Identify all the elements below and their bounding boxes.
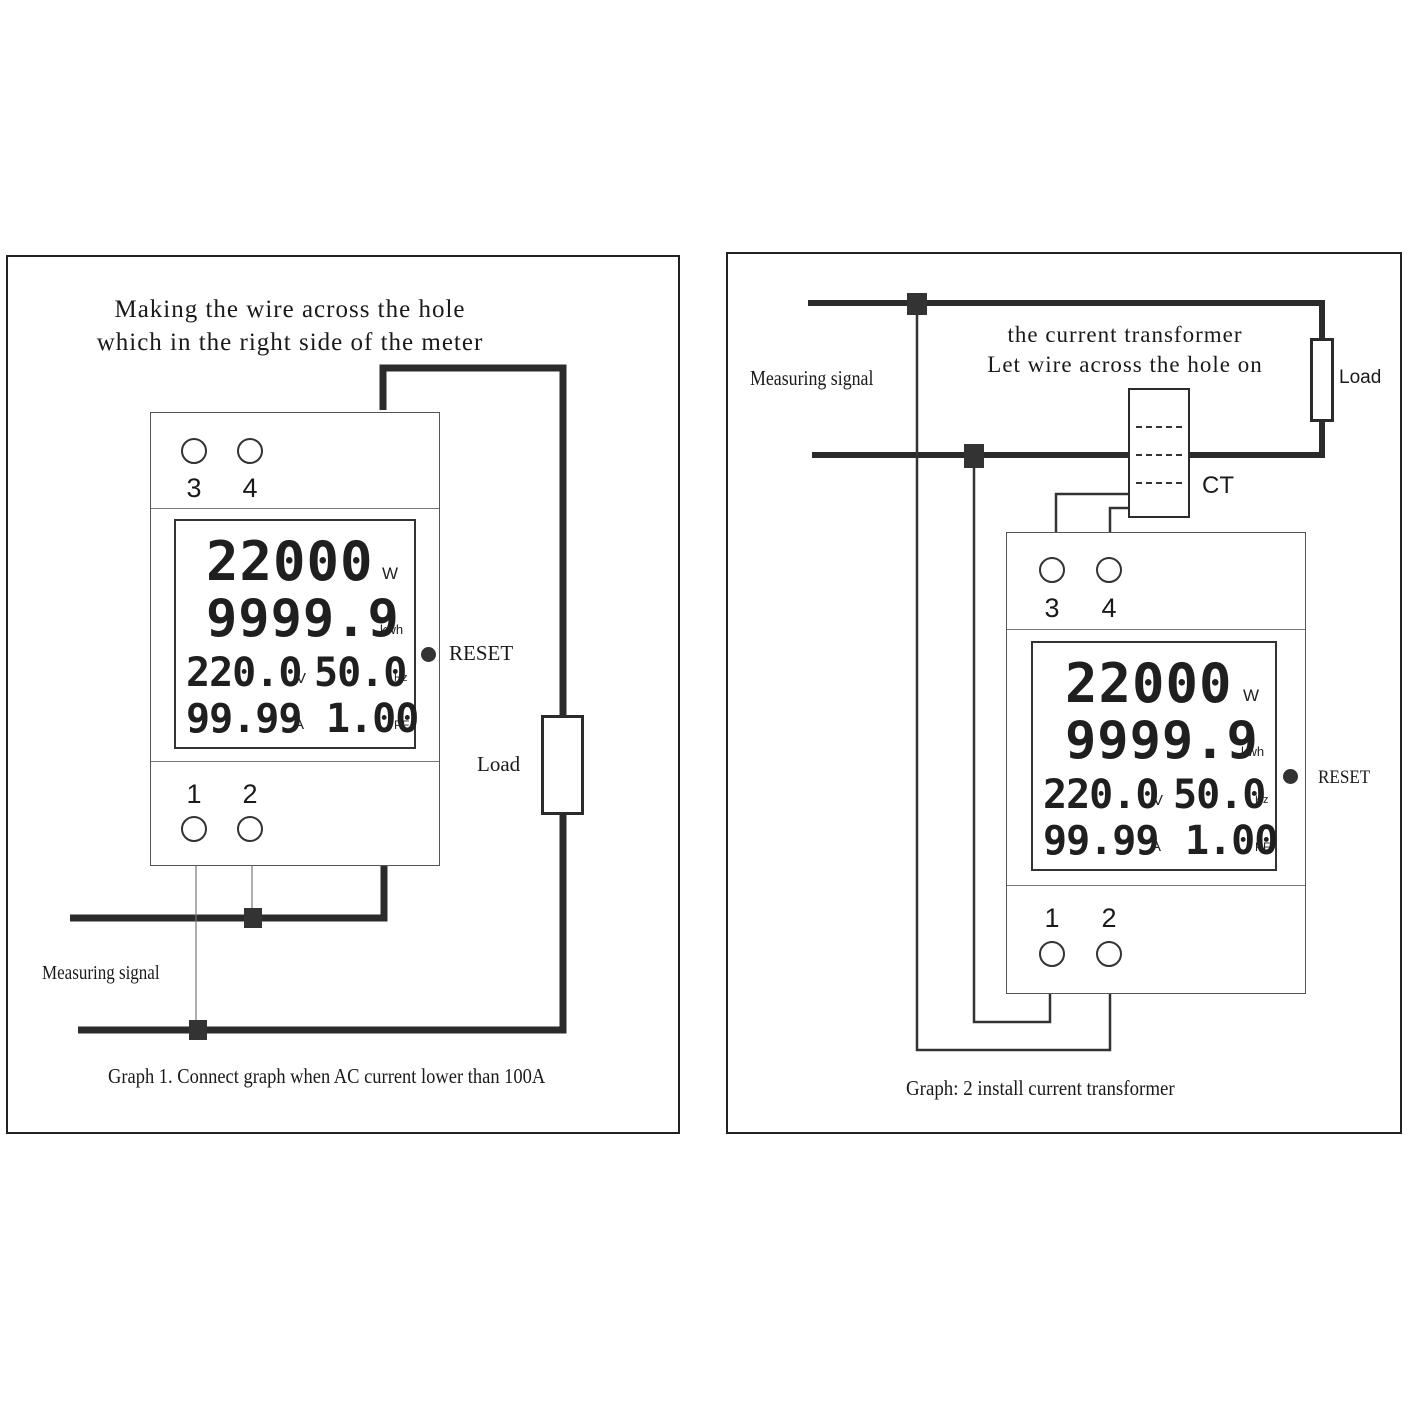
terminal-1-ct-number: 1: [1044, 903, 1060, 933]
lcd-display: 22000 W 9999.9 kwh 220.0 V 50.0 Hz 99.99…: [174, 519, 419, 749]
load-wire-top: [379, 364, 567, 716]
lcd-energy-unit: kwh: [380, 622, 404, 637]
lcd-power-value: 22000: [206, 530, 374, 593]
energy-meter-2: 3 4 22000 W 9999.9 kwh 220.0 V 50.0 Hz 9…: [1006, 532, 1306, 994]
terminal-1: [181, 816, 207, 842]
lcd2-voltage-value: 220.0: [1043, 772, 1159, 818]
energy-meter: 3 4 22000 W 9999.9 kwh 220.0 V 50.0 Hz 9…: [150, 412, 440, 866]
caption-line-1: Making the wire across the hole: [114, 296, 466, 323]
meter-divider-bottom: [151, 761, 439, 762]
ct-lead-4: [1108, 506, 1130, 532]
caption-line-2: which in the right side of the meter: [96, 329, 484, 356]
junction-ct-line: [964, 444, 984, 468]
lcd2-current-value: 99.99: [1043, 818, 1159, 864]
lcd2-frequency-unit: Hz: [1255, 794, 1269, 806]
ct-label: CT: [1202, 472, 1234, 499]
signal-wire-outer: [915, 303, 1112, 1052]
measuring-signal-label-2: Measuring signal: [750, 366, 874, 390]
lcd2-pf-unit: PF: [1255, 840, 1271, 854]
lcd-voltage-value: 220.0: [186, 650, 302, 696]
reset-label-2: RESET: [1318, 767, 1371, 788]
junction-lower: [189, 1020, 207, 1040]
load-label-2: Load: [1339, 367, 1382, 388]
terminal-4-number: 4: [242, 473, 258, 503]
lcd-current-unit: A: [294, 716, 305, 733]
graph-1-caption: Graph 1. Connect graph when AC current l…: [108, 1064, 546, 1088]
reset-label: RESET: [449, 641, 514, 665]
load-wire-bottom: [78, 814, 567, 1034]
lcd-pf-value: 1.00: [326, 696, 419, 742]
reset-button[interactable]: [421, 647, 436, 662]
terminal-2-ct-number: 2: [1101, 903, 1117, 933]
ct-caption-line-1: the current transformer: [1007, 322, 1243, 347]
junction-upper: [244, 908, 262, 928]
current-transformer: [1128, 388, 1190, 518]
lcd2-energy-unit: kwh: [1241, 744, 1265, 759]
terminal-4-ct: [1096, 557, 1122, 583]
load-label: Load: [477, 752, 521, 776]
terminal-1-ct: [1039, 941, 1065, 967]
terminal-1-number: 1: [186, 779, 202, 809]
ct-dash-2: [1136, 454, 1182, 456]
terminal-3-ct: [1039, 557, 1065, 583]
terminal-2-number: 2: [242, 779, 258, 809]
lcd2-pf-value: 1.00: [1185, 818, 1278, 864]
load-resistor-2: [1310, 338, 1334, 422]
lcd2-current-unit: A: [1151, 838, 1162, 855]
lcd-pf-unit: PF: [394, 718, 410, 732]
lcd-frequency-value: 50.0: [314, 650, 407, 696]
terminal-2: [237, 816, 263, 842]
ct-caption-line-2: Let wire across the hole on: [987, 352, 1263, 377]
terminal-4: [237, 438, 263, 464]
junction-top: [907, 293, 927, 315]
measuring-signal-label: Measuring signal: [42, 962, 160, 984]
lcd2-voltage-unit: V: [1153, 792, 1164, 809]
signal-wire-inner: [972, 455, 1052, 1024]
line-wire-top: [808, 300, 1325, 340]
lcd2-energy-value: 9999.9: [1065, 711, 1259, 771]
meter-divider-top: [151, 508, 439, 509]
lcd2-power-unit: W: [1243, 686, 1260, 705]
graph-2-caption: Graph: 2 install current transformer: [906, 1076, 1175, 1100]
ct-lead-3: [1054, 492, 1130, 532]
lcd-frequency-unit: Hz: [394, 672, 408, 684]
load-return-wire: [1188, 420, 1325, 458]
lcd-display-2: 22000 W 9999.9 kwh 220.0 V 50.0 Hz 99.99…: [1031, 641, 1278, 871]
signal-wire-upper: [70, 866, 388, 922]
lcd2-frequency-value: 50.0: [1173, 772, 1266, 818]
lcd-voltage-unit: V: [296, 670, 307, 687]
terminal-4-ct-number: 4: [1101, 593, 1117, 623]
ct-dash-3: [1136, 482, 1182, 484]
lcd2-power-value: 22000: [1065, 652, 1233, 715]
load-resistor: [541, 715, 584, 815]
lcd-energy-value: 9999.9: [206, 589, 400, 649]
reset-button-2[interactable]: [1283, 769, 1298, 784]
lcd-power-unit: W: [382, 564, 399, 583]
ct-dash-1: [1136, 426, 1182, 428]
meter-2-divider-bottom: [1007, 885, 1305, 886]
terminal-3: [181, 438, 207, 464]
terminal-3-number: 3: [186, 473, 202, 503]
terminal-3-ct-number: 3: [1044, 593, 1060, 623]
lcd-current-value: 99.99: [186, 696, 302, 742]
meter-2-divider-top: [1007, 629, 1305, 630]
terminal-2-ct: [1096, 941, 1122, 967]
